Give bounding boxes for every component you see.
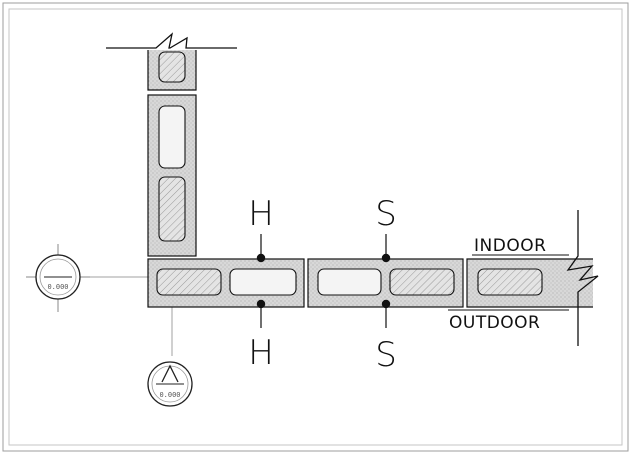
horizontal-masonry-wall (147, 210, 599, 346)
masonry-cell (158, 51, 186, 83)
grid-bubble-left: 0.000 (26, 244, 90, 312)
masonry-cell (158, 176, 186, 242)
section-point (256, 253, 266, 263)
section-marker-h: H H (248, 194, 274, 373)
masonry-cell (389, 268, 455, 296)
masonry-cell (229, 268, 297, 296)
outdoor-label: OUTDOOR (449, 313, 540, 333)
section-marker-s: S S (375, 194, 397, 375)
masonry-cell (477, 268, 543, 296)
section-point (381, 253, 391, 263)
drawing-inner-border (8, 8, 623, 446)
section-label-h-bottom: H (248, 333, 274, 373)
grid-bubble-left-value: 0.000 (47, 283, 68, 291)
masonry-cell (156, 268, 222, 296)
indoor-label: INDOOR (474, 236, 546, 256)
vertical-masonry-wall (106, 32, 237, 257)
section-label-s-bottom: S (375, 335, 397, 375)
section-label-h-top: H (248, 194, 274, 234)
grid-bubble-bottom: 0.000 (147, 361, 193, 407)
break-line-top (106, 32, 237, 49)
break-line-right (566, 210, 599, 346)
grid-bubble-bottom-value: 0.000 (159, 391, 180, 399)
section-label-s-top: S (375, 194, 397, 234)
section-point (381, 299, 391, 309)
masonry-cell (317, 268, 382, 296)
section-point (256, 299, 266, 309)
masonry-cell (158, 105, 186, 169)
